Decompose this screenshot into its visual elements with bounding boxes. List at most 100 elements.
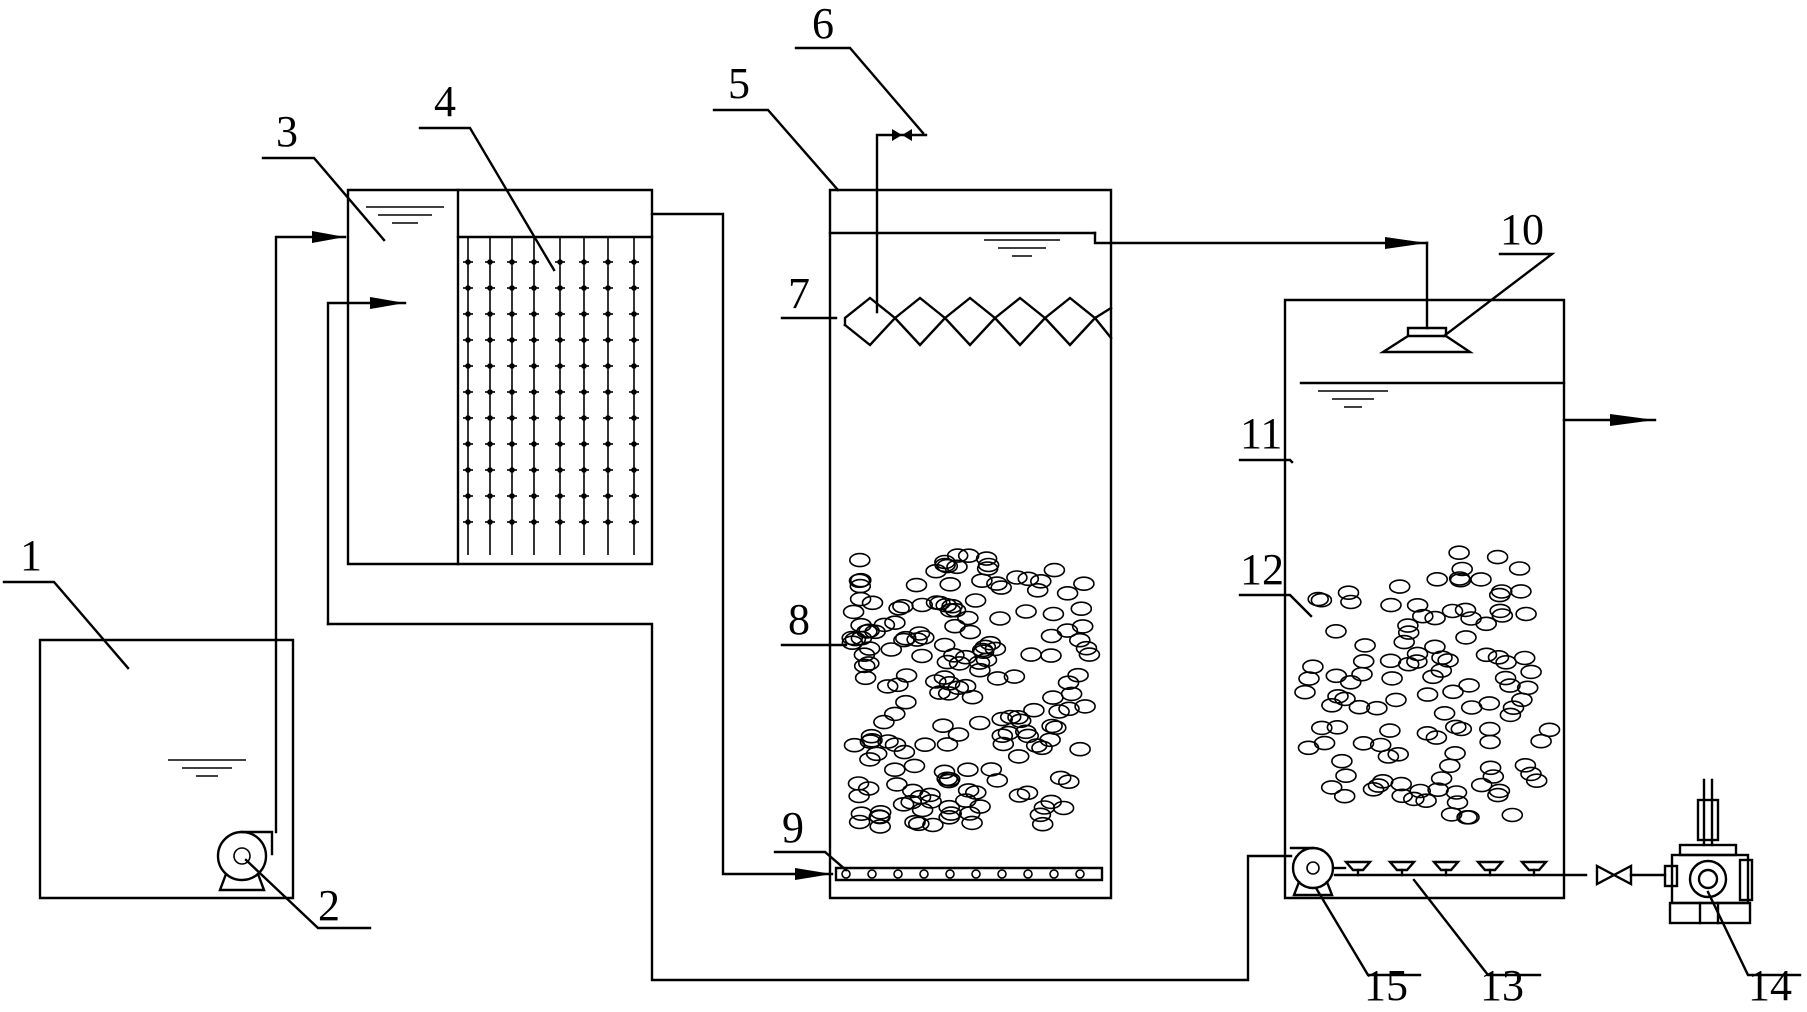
media-particle xyxy=(1031,740,1053,756)
media-particle xyxy=(1056,585,1079,601)
media-particle xyxy=(869,819,892,834)
media-particle xyxy=(948,656,971,671)
media-particle xyxy=(1388,579,1411,594)
pipe-pump2-to-tank3 xyxy=(274,235,347,834)
media-particle xyxy=(954,793,977,808)
media-particle xyxy=(905,577,928,593)
media-particle xyxy=(861,732,883,748)
media-particle xyxy=(991,728,1014,744)
aerator-pipe-9 xyxy=(834,866,1104,882)
media-particle xyxy=(1381,671,1403,686)
flow-arrow xyxy=(1610,414,1655,426)
media-particle xyxy=(1416,725,1439,741)
media-particle xyxy=(900,794,923,810)
media-particle xyxy=(1294,684,1316,700)
media-particle xyxy=(1451,561,1473,577)
media-particle xyxy=(1023,702,1045,718)
media-particle xyxy=(1042,690,1064,705)
media-particle xyxy=(964,593,987,608)
media-particle xyxy=(907,816,930,832)
media-particle xyxy=(1460,611,1482,626)
water-level-symbol xyxy=(168,759,246,777)
media-particle xyxy=(1351,666,1373,682)
media-particle xyxy=(1412,608,1434,624)
media-particle xyxy=(1007,709,1029,725)
distribution-zigzag-7 xyxy=(843,316,1113,347)
media-particle xyxy=(1397,625,1420,640)
media-particle xyxy=(1307,591,1329,607)
media-particle xyxy=(1448,545,1470,561)
media-particle xyxy=(861,595,884,611)
media-particle xyxy=(894,630,917,646)
label-2: 2 xyxy=(318,881,340,930)
media-particle xyxy=(842,604,865,620)
aerator-hole xyxy=(945,869,955,879)
label-3: 3 xyxy=(276,107,298,156)
media-particle xyxy=(1337,585,1360,601)
media-particle xyxy=(888,600,910,616)
media-particle xyxy=(1379,723,1401,738)
media-particle xyxy=(1488,587,1511,603)
media-particle xyxy=(939,603,962,618)
media-particle xyxy=(1020,647,1042,662)
media-particle xyxy=(1071,619,1094,634)
media-particle xyxy=(1335,768,1357,784)
media-particle xyxy=(979,635,1002,651)
media-particle xyxy=(1449,572,1472,588)
media-particle xyxy=(864,624,886,640)
media-particle xyxy=(971,573,993,589)
media-particle xyxy=(873,714,895,730)
media-particle xyxy=(1040,648,1062,663)
media-particle xyxy=(1439,758,1461,774)
packing-media-8 xyxy=(841,548,1101,834)
media-particle xyxy=(1442,684,1464,700)
media-particle xyxy=(1445,785,1468,800)
media-particle xyxy=(1415,793,1437,809)
media-particle xyxy=(1326,719,1349,735)
media-particle xyxy=(1403,791,1425,807)
label-6: 6 xyxy=(812,0,834,48)
spray-nozzle-10 xyxy=(1378,326,1474,354)
media-particle xyxy=(1029,807,1052,823)
media-particle xyxy=(1362,781,1385,797)
media-particle xyxy=(1444,745,1466,761)
media-particle xyxy=(992,736,1015,752)
media-particle xyxy=(1069,632,1091,648)
media-particle xyxy=(1302,659,1324,675)
media-particle xyxy=(859,752,881,767)
media-particle xyxy=(857,656,880,671)
media-particle xyxy=(957,610,979,626)
media-particle xyxy=(1479,721,1501,737)
tank-5-biofilter xyxy=(828,129,1113,900)
media-particle xyxy=(934,557,956,573)
tank-11 xyxy=(1283,298,1657,900)
media-particle xyxy=(1017,571,1040,587)
media-particle xyxy=(1510,584,1532,599)
media-particle xyxy=(1482,769,1505,784)
media-particle xyxy=(922,817,944,833)
label-7: 7 xyxy=(788,269,810,318)
media-particle xyxy=(1424,639,1446,655)
media-particle xyxy=(911,648,933,664)
media-particle xyxy=(1520,766,1542,782)
media-particle xyxy=(1501,807,1524,823)
media-particle xyxy=(1416,687,1439,702)
media-particle xyxy=(856,624,878,639)
media-particle xyxy=(1075,640,1098,656)
media-particle xyxy=(1007,749,1030,764)
media-particle xyxy=(853,647,876,663)
media-particle xyxy=(1513,650,1536,666)
media-particle xyxy=(924,674,947,689)
media-particle xyxy=(1425,730,1448,745)
media-particle xyxy=(1458,809,1480,825)
media-particle xyxy=(1487,649,1510,665)
media-particle xyxy=(1514,757,1537,773)
media-particle xyxy=(975,551,998,566)
media-particle xyxy=(968,715,991,731)
media-particle xyxy=(938,675,961,691)
media-particle xyxy=(908,626,931,641)
pipe-tank5-to-nozzle10 xyxy=(1093,231,1429,245)
media-particle xyxy=(1049,770,1072,786)
return-pipe xyxy=(326,301,407,626)
